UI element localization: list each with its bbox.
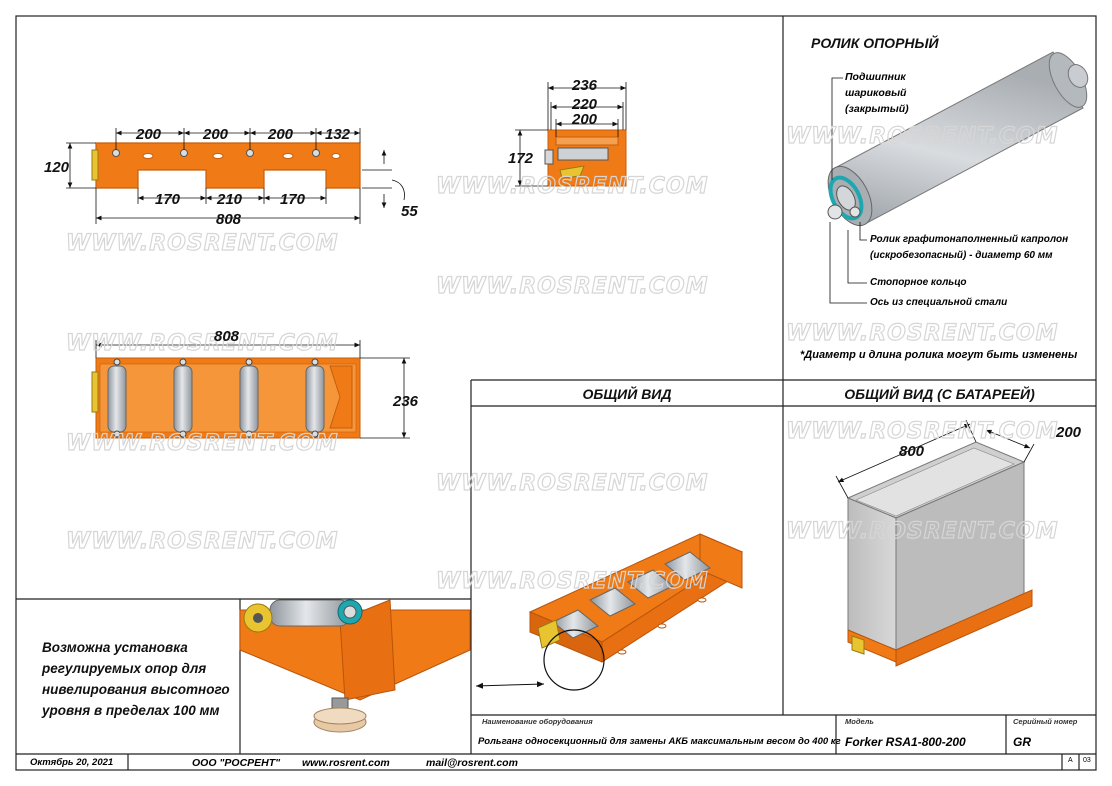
bearing-callout: Подшипник шариковый (закрытый)	[845, 69, 909, 117]
watermark: WWW.ROSRENT.COM	[436, 274, 708, 299]
dim-236: 236	[571, 77, 598, 94]
watermark: WWW.ROSRENT.COM	[66, 231, 338, 256]
dim-200: 200	[135, 126, 162, 143]
battery-view-3d-image	[835, 419, 1035, 667]
callout-line: Подшипник	[845, 71, 906, 83]
equipment-value: Рольганг односекционный для замены АКБ м…	[478, 736, 841, 747]
watermark: WWW.ROSRENT.COM	[786, 519, 1058, 544]
dim-55: 55	[401, 203, 418, 220]
note-line: нивелирования высотного	[42, 682, 230, 697]
watermark: WWW.ROSRENT.COM	[786, 124, 1058, 149]
dim-808: 808	[216, 211, 242, 228]
note-line: уровня в пределах 100 мм	[42, 703, 220, 718]
serial-value: GR	[1013, 735, 1031, 749]
watermark: WWW.ROSRENT.COM	[786, 321, 1058, 346]
equipment-label: Наименование оборудования	[482, 717, 593, 726]
dim-808: 808	[214, 328, 240, 345]
dim-172: 172	[508, 150, 534, 167]
watermark: WWW.ROSRENT.COM	[786, 419, 1058, 444]
callout-line: шариковый	[845, 87, 907, 99]
footer-email-link[interactable]: mail@rosrent.com	[426, 757, 518, 769]
dim-170: 170	[155, 191, 181, 208]
sheet-number: 03	[1083, 757, 1091, 764]
roller-panel-title: РОЛИК ОПОРНЫЙ	[811, 35, 939, 51]
dim-200: 200	[571, 111, 598, 128]
retaining-ring-callout: Стопорное кольцо	[870, 277, 967, 288]
watermark: WWW.ROSRENT.COM	[436, 471, 708, 496]
dim-200: 200	[202, 126, 229, 143]
watermark: WWW.ROSRENT.COM	[66, 431, 338, 456]
callout-line: Ролик графитонаполненный капролон	[870, 234, 1069, 245]
dim-800: 800	[899, 443, 925, 460]
roller-material-callout: Ролик графитонаполненный капролон (искро…	[870, 232, 1068, 264]
watermark: WWW.ROSRENT.COM	[66, 529, 338, 554]
callout-line: (закрытый)	[845, 103, 909, 115]
adjustable-foot-detail-image	[239, 599, 471, 733]
side-view-drawing	[66, 128, 405, 224]
dim-220: 220	[571, 96, 598, 113]
battery-view-dimensions: 800 200	[899, 424, 1082, 460]
roller-note: *Диаметр и длина ролика могут быть измен…	[800, 349, 1078, 361]
footer-company: ООО "РОСРЕНТ"	[192, 757, 281, 769]
end-view-drawing	[515, 82, 627, 187]
watermarks: WWW.ROSRENT.COM WWW.ROSRENT.COM WWW.ROSR…	[65, 123, 1058, 594]
top-view-drawing	[91, 340, 410, 439]
footer-website-link[interactable]: www.rosrent.com	[302, 757, 390, 769]
sheet-border	[15, 15, 1097, 771]
watermark: WWW.ROSRENT.COM	[66, 331, 338, 356]
model-value: Forker RSA1-800-200	[845, 735, 966, 749]
watermark: WWW.ROSRENT.COM	[436, 174, 708, 199]
dim-200: 200	[267, 126, 294, 143]
general-view-title: ОБЩИЙ ВИД	[582, 386, 672, 402]
dim-170: 170	[280, 191, 306, 208]
top-view-dimensions: 808 236	[214, 328, 419, 410]
note-line: регулируемых опор для	[42, 661, 207, 676]
footer-date: Октябрь 20, 2021	[30, 757, 114, 768]
serial-label: Серийный номер	[1013, 717, 1078, 726]
dim-132: 132	[325, 126, 351, 143]
note-line: Возможна установка	[42, 640, 188, 655]
callout-line: (искробезопасный) - диаметр 60 мм	[870, 250, 1053, 261]
battery-view-title: ОБЩИЙ ВИД (С БАТАРЕЕЙ)	[844, 386, 1035, 402]
watermark: WWW.ROSRENT.COM	[436, 569, 708, 594]
roller-3d-image	[827, 51, 1089, 304]
adjustable-feet-note: Возможна установка регулируемых опор для…	[42, 637, 230, 721]
dim-200: 200	[1055, 424, 1082, 441]
axle-callout: Ось из специальной стали	[870, 297, 1008, 308]
dim-236: 236	[392, 393, 419, 410]
model-label: Модель	[845, 717, 874, 726]
sheet-format: A	[1068, 757, 1073, 764]
dim-120: 120	[44, 159, 70, 176]
side-view-dimensions: 200 200 200 132 120 170 210 170 808 55	[44, 126, 418, 228]
dim-210: 210	[216, 191, 243, 208]
general-view-3d-image	[475, 533, 744, 691]
end-view-dimensions: 236 220 200 172	[508, 77, 598, 167]
